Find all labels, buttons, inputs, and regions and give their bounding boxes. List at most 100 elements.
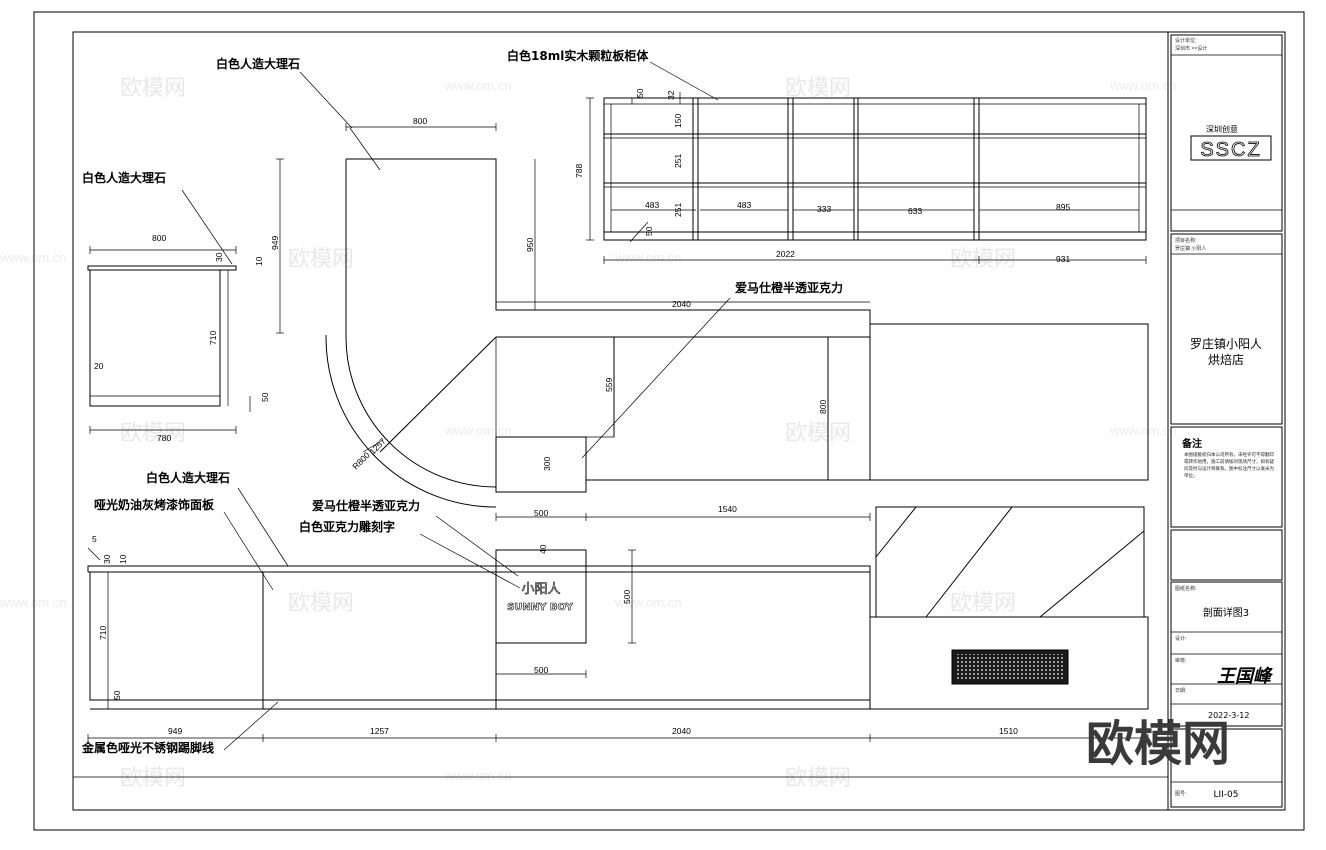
dim-front-949: 949 xyxy=(168,726,182,736)
date-label: 日期: xyxy=(1175,688,1186,694)
dim-cab-483b: 483 xyxy=(737,200,751,210)
sign-chinese: 小阳人 xyxy=(521,582,560,597)
watermark-brand: 欧模网 xyxy=(785,766,851,791)
watermark-url: www.om.cn xyxy=(1109,78,1176,93)
watermarks: 欧模网 欧模网 欧模网 欧模网 欧模网 欧模网 欧模网 欧模网 欧模网 欧模网 … xyxy=(0,76,1176,791)
design-unit-value: 深圳市 ××设计 xyxy=(1175,45,1207,52)
dim-cab-333: 333 xyxy=(817,204,831,214)
sign-english: SUNNY BOY xyxy=(507,602,574,613)
dim-side-width: 800 xyxy=(152,233,166,243)
dim-plan-559: 559 xyxy=(604,378,614,392)
dim-side-height: 710 xyxy=(208,331,218,345)
dim-plan-500: 500 xyxy=(534,508,548,518)
dim-front-40: 40 xyxy=(538,544,548,554)
watermark-url: www.om.cn xyxy=(444,768,511,783)
cabinet-elevation: 白色18ml实木颗粒板柜体 50 32 150 788 251 251 483 … xyxy=(507,48,1147,264)
dim-front-710: 710 xyxy=(98,626,108,640)
watermark-url: www.om.cn xyxy=(444,423,511,438)
dim-plan-300: 300 xyxy=(542,457,552,471)
watermark-brand: 欧模网 xyxy=(950,247,1016,272)
label-marble-front: 白色人造大理石 xyxy=(146,470,230,485)
dim-plan-800b: 800 xyxy=(818,400,828,414)
drawing-value: 剖面详图3 xyxy=(1203,606,1249,619)
project-name-line2: 烘焙店 xyxy=(1208,352,1244,367)
design-label: 设计: xyxy=(1175,635,1186,642)
label-orange-acrylic-front: 爱马仕橙半透亚克力 xyxy=(312,498,420,513)
label-marble-side: 白色人造大理石 xyxy=(82,170,166,185)
notes-body-box: 本图纸版权归本公司所有，未经许可不得翻印或转作他用。施工前请核对现场尺寸，如有疑… xyxy=(1184,453,1274,479)
dim-side-bottom: 780 xyxy=(157,433,171,443)
label-matte-panel: 哑光奶油灰烤漆饰面板 xyxy=(94,497,215,512)
dim-front-2040: 2040 xyxy=(672,726,691,736)
dim-cab-633: 633 xyxy=(908,206,922,216)
label-marble-top-plan: 白色人造大理石 xyxy=(216,56,300,71)
drawing-label: 图纸名称: xyxy=(1175,585,1196,592)
dim-side-20: 20 xyxy=(94,361,104,371)
design-unit-label: 设计单位: xyxy=(1175,37,1196,44)
logo-caption: 深圳创意 xyxy=(1206,124,1238,134)
watermark-brand: 欧模网 xyxy=(120,76,186,101)
dim-cab-895: 895 xyxy=(1056,202,1070,212)
dim-side-top: 30 xyxy=(214,252,224,262)
watermark-brand: 欧模网 xyxy=(785,76,851,101)
front-elevation: 白色人造大理石 哑光奶油灰烤漆饰面板 爱马仕橙半透亚克力 白色亚克力雕刻字 金属… xyxy=(81,470,1149,755)
label-orange-acrylic-plan: 爱马仕橙半透亚克力 xyxy=(735,280,843,295)
watermark-brand: 欧模网 xyxy=(288,247,354,272)
watermark-brand: 欧模网 xyxy=(120,766,186,791)
vent-grille-dots xyxy=(956,654,1064,680)
dim-plan-949: 949 xyxy=(270,236,280,250)
plan-view: 白色人造大理石 800 949 950 2040 559 800 R800 12… xyxy=(216,56,1149,521)
date-value: 2022-3-12 xyxy=(1208,711,1249,720)
project-label: 项目名称: xyxy=(1175,237,1196,244)
dim-cab-50b: 50 xyxy=(644,226,654,236)
watermark-url: www.om.cn xyxy=(1109,423,1176,438)
dim-cab-788: 788 xyxy=(574,164,584,178)
logo-box xyxy=(1190,135,1272,161)
dim-plan-800: 800 xyxy=(413,116,427,126)
dim-cab-931: 931 xyxy=(1056,254,1070,264)
dim-front-500h: 500 xyxy=(534,665,548,675)
notes-body: 本图纸版权归本公司所有，未经许可不得翻印或转作他用。施工前请核对现场尺寸，如有疑… xyxy=(1184,453,1274,479)
dim-plan-950: 950 xyxy=(525,238,535,252)
side-section: 800 30 10 710 20 50 780 白色人造大理石 xyxy=(82,170,270,443)
outer-frame xyxy=(33,11,1305,831)
label-engraved-text: 白色亚克力雕刻字 xyxy=(299,519,395,534)
project-name-line1: 罗庄镇小阳人 xyxy=(1190,336,1262,351)
dim-plan-1540: 1540 xyxy=(718,504,737,514)
dim-front-1510: 1510 xyxy=(999,726,1018,736)
label-cabinet-body: 白色18ml实木颗粒板柜体 xyxy=(507,48,649,63)
dim-cab-32: 32 xyxy=(666,90,676,100)
notes-title: 备注 xyxy=(1181,437,1202,450)
dim-cab-50: 50 xyxy=(635,88,645,98)
dim-front-10: 10 xyxy=(118,554,128,564)
dim-cab-2022: 2022 xyxy=(776,249,795,259)
dim-front-50: 50 xyxy=(112,690,122,700)
dim-cab-150: 150 xyxy=(673,114,683,128)
watermark-big: 欧模网 xyxy=(1086,716,1230,772)
watermark-url: www.om.cn xyxy=(614,595,681,610)
watermark-brand: 欧模网 xyxy=(950,591,1016,616)
dim-side-ten: 10 xyxy=(254,256,264,266)
dim-plan-2040: 2040 xyxy=(672,299,691,309)
dim-front-5: 5 xyxy=(92,534,97,544)
check-label: 审核: xyxy=(1175,657,1186,664)
dim-front-500v: 500 xyxy=(622,590,632,604)
dim-cab-251b: 251 xyxy=(673,203,683,217)
title-block: 设计单位: 深圳市 ××设计 深圳创意 SSCZ 项目名称: 罗庄镇 小阳人 罗… xyxy=(1167,32,1283,810)
watermark-url: www.om.cn xyxy=(614,250,681,265)
watermark-url: www.om.cn xyxy=(444,78,511,93)
watermark-brand: 欧模网 xyxy=(120,421,186,446)
logo-text: SSCZ xyxy=(1200,139,1261,161)
sheet-label: 图号: xyxy=(1175,791,1186,797)
dim-plan-1257: 1257 xyxy=(367,436,388,457)
signature-mark: 王国峰 xyxy=(1217,666,1274,687)
watermark-url: www.om.cn xyxy=(0,595,66,610)
sheet-value: LII-05 xyxy=(1213,790,1238,800)
dim-cab-483a: 483 xyxy=(645,200,659,210)
dim-front-1257: 1257 xyxy=(370,726,389,736)
label-skirting: 金属色哑光不锈钢踢脚线 xyxy=(81,740,214,755)
project-value: 罗庄镇 小阳人 xyxy=(1175,245,1206,252)
inner-frame xyxy=(72,31,1286,811)
watermark-brand: 欧模网 xyxy=(288,591,354,616)
